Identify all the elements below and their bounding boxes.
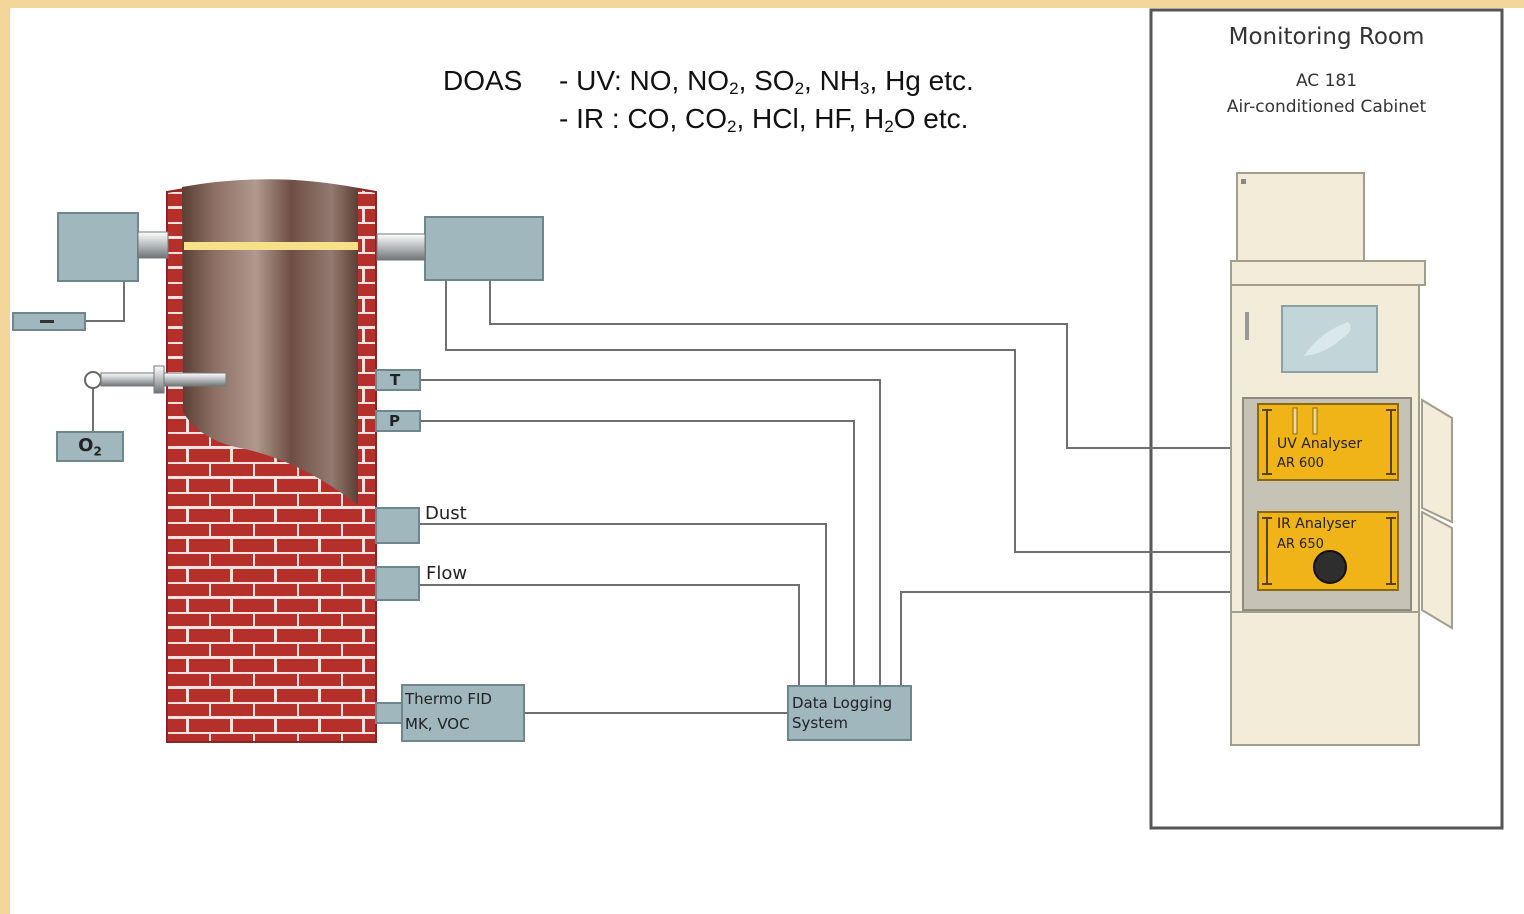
doas-transmitter-box [424, 216, 544, 281]
temperature-sensor-box [375, 369, 421, 391]
formula-subscript: 2 [884, 117, 894, 136]
dust-label: Dust [425, 503, 467, 524]
formula-subscript: 3 [860, 79, 870, 98]
transmitter-flange [376, 233, 426, 261]
uv-analyser-port-2 [1312, 407, 1318, 435]
ir-analyser-model: AR 650 [1277, 537, 1324, 552]
data-logging-label-line1: Data Logging [792, 694, 893, 712]
pressure-sensor-box [375, 410, 421, 432]
o2-label-text: O [78, 435, 94, 456]
monitoring-room-title: Monitoring Room [1228, 24, 1425, 50]
cabinet-description: Air-conditioned Cabinet [1226, 97, 1427, 117]
cabinet-open-door-upper [1421, 398, 1453, 524]
uv-analyser-name: UV Analyser [1277, 436, 1363, 452]
formula-text: , Hg etc. [869, 65, 974, 96]
cabinet-ac-unit [1236, 172, 1365, 262]
o2-probe-head [84, 371, 102, 389]
formula-text: , HCl, HF, H [736, 103, 885, 134]
formula-text: , NH [804, 65, 861, 96]
temperature-label: T [390, 371, 401, 389]
uv-dash: - UV: [559, 65, 630, 96]
uv-analyser-port-1 [1292, 407, 1298, 435]
cabinet-handle [1245, 312, 1249, 340]
doas-ir-gases: - IR : CO, CO2, HCl, HF, H2O etc. [559, 103, 968, 135]
ir-signal-line [445, 280, 1250, 553]
ir-rail-left [1262, 517, 1272, 585]
air-conditioned-cabinet [1230, 172, 1453, 746]
formula-text: CO, CO [627, 103, 728, 134]
fid-analyser-box [401, 684, 525, 742]
flow-label: Flow [426, 563, 468, 584]
ir-dash: - IR : [559, 103, 628, 134]
o2-label: O2 [57, 435, 123, 459]
formula-text: , SO [738, 65, 795, 96]
dust-monitor-box [375, 507, 420, 544]
uv-signal-line [489, 280, 1250, 449]
flue-gas-cutaway [182, 179, 358, 505]
control-unit-slot [40, 320, 54, 323]
cabinet-open-door-lower [1421, 510, 1453, 630]
uv-rail-left [1262, 409, 1272, 475]
formula-text: NO, NO [629, 65, 730, 96]
doas-receiver-box [57, 212, 139, 282]
dust-line [418, 523, 827, 696]
doas-heading: DOAS [443, 65, 523, 96]
cabinet-id: AC 181 [1295, 71, 1358, 91]
receiver-flange [137, 231, 169, 259]
ir-gas-list: CO, CO2, HCl, HF, H2O etc. [627, 103, 969, 136]
window-reflection [1304, 322, 1351, 356]
data-logging-box [787, 685, 912, 741]
analyser-to-logger-line [900, 591, 1250, 696]
fid-label-line1: Thermo FID [405, 690, 492, 708]
uv-gas-list: NO, NO2, SO2, NH3, Hg etc. [629, 65, 974, 98]
formula-subscript: 2 [729, 79, 739, 98]
formula-subscript: 2 [727, 117, 737, 136]
cabinet-roof [1230, 260, 1426, 286]
doas-uv-gases: - UV: NO, NO2, SO2, NH3, Hg etc. [559, 65, 974, 97]
flow-monitor-box [375, 566, 420, 601]
doas-light-beam [184, 242, 358, 250]
uv-rail-right [1386, 409, 1396, 475]
pressure-line [420, 420, 855, 696]
formula-text: O etc. [893, 103, 969, 134]
ir-analyser-name: IR Analyser [1277, 516, 1357, 532]
o2-analyser-box [56, 431, 124, 462]
pressure-label: P [389, 412, 400, 430]
cabinet-ac-vent [1241, 179, 1246, 184]
left-receiver-cable [85, 282, 125, 322]
o2-probe-flange [153, 365, 165, 394]
ir-rail-right [1386, 517, 1396, 585]
data-logging-label-line2: System [792, 714, 848, 732]
o2-label-sub: 2 [93, 444, 102, 459]
formula-subscript: 2 [794, 79, 805, 98]
flow-line [418, 584, 800, 696]
fid-sample-connector [375, 702, 403, 724]
cable-lines [85, 280, 1250, 714]
uv-analyser-box [1257, 403, 1399, 481]
ir-analyser-knob [1313, 550, 1347, 584]
uv-analyser-model: AR 600 [1277, 456, 1324, 471]
temperature-line [420, 379, 881, 696]
cabinet-lower-panel [1230, 611, 1420, 746]
fid-label-line2: MK, VOC [405, 715, 470, 733]
